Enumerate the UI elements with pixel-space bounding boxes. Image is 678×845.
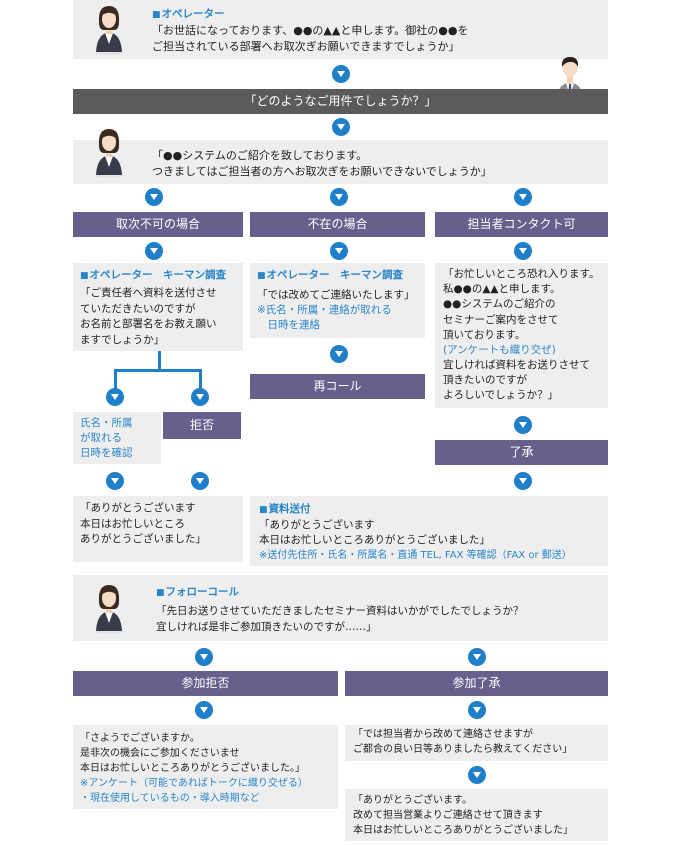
flow-arrow-icon [468, 701, 486, 719]
flow-arrow-icon [468, 648, 486, 666]
flow-arrow-icon [330, 242, 348, 260]
flow-arrow-icon [332, 65, 350, 83]
split-connector [158, 351, 161, 371]
flow-arrow-icon [330, 188, 348, 206]
left-keyman-label: オペレーター キーマン調査 [80, 268, 227, 283]
refuse-label: 拒否 [163, 412, 241, 439]
left-final-text: 「ありがとうございます 本日はお忙しいところ ありがとうございました」 [80, 502, 206, 545]
flow-arrow-icon [145, 242, 163, 260]
flow-arrow-icon [468, 766, 486, 784]
branch-title-absent: 不在の場合 [250, 212, 425, 237]
left-final-box [73, 496, 243, 562]
flow-arrow-icon [191, 472, 209, 490]
question-bar: 「どのようなご用件でしょうか？」 [73, 89, 608, 114]
accept-box-1 [345, 725, 608, 761]
flow-arrow-icon [514, 188, 532, 206]
flow-arrow-icon [106, 472, 124, 490]
accept-text-1: 「では担当者から改めて連絡させますが ご都合の良い日等ありましたら教えてください… [353, 729, 573, 755]
follow-call-text: 「先日お送りさせていただきましたセミナー資料はいかがでしたでしょうか？ 宜しけれ… [156, 605, 524, 633]
accept-text-2: 「ありがとうございます。 改めて担当営業よりご連絡させて頂きます 本日はお忙しい… [353, 795, 573, 836]
recall-label: 再コール [250, 374, 425, 399]
operator-greeting-text: 「お世話になっております、●●の▲▲と申します。御社の●●を ご担当されている部… [152, 24, 469, 53]
material-send-text: 「ありがとうございます 本日はお忙しいところありがとうございました」 [259, 519, 490, 546]
confirm-date-text: 氏名・所属 が取れる 日時を確認 [80, 417, 133, 459]
flow-arrow-icon [106, 388, 124, 406]
left-keyman-text: 「ご責任者へ資料を送付させ ていただきたいのですが お名前と部署名をお教え願い … [80, 287, 217, 346]
intro-box [73, 140, 608, 184]
operator-woman-icon [92, 583, 126, 635]
split-connector [114, 369, 202, 372]
right-contact-text1: 「お忙しいところ恐れ入ります。 私●●の▲▲と申します。 ●●システムのご紹介の… [443, 268, 600, 341]
accept-label: 了承 [435, 440, 608, 465]
decline-text: 「さようでございますか。 是非次の機会にご参加くださいませ 本日はお忙しいところ… [80, 733, 305, 774]
question-bar-text: 「どのようなご用件でしょうか？」 [244, 94, 437, 108]
flow-arrow-icon [514, 416, 532, 434]
flow-arrow-icon [195, 648, 213, 666]
decline-note: ※アンケート（可能であればトークに織り交ぜる） ・現在使用しているもの・導入時期… [80, 778, 308, 804]
operator-woman-icon [92, 4, 126, 56]
flow-arrow-icon [145, 188, 163, 206]
confirm-date-box [73, 412, 161, 464]
operator-woman-icon [92, 127, 126, 179]
flow-arrow-icon [195, 701, 213, 719]
branch-title-contact: 担当者コンタクト可 [435, 212, 608, 237]
right-contact-box [435, 263, 608, 408]
middle-keyman-label: オペレーター キーマン調査 [257, 268, 404, 283]
intro-text: 「●●システムのご紹介を致しております。 つきましてはご担当者の方へお取次ぎをお… [152, 149, 492, 178]
participation-accept-title: 参加了承 [345, 671, 608, 696]
material-send-label: 資料送付 [259, 502, 311, 517]
flow-arrow-icon [514, 472, 532, 490]
split-connector [199, 369, 202, 391]
decline-box [73, 725, 338, 809]
material-send-note: ※送付先住所・氏名・所属名・直通 TEL, FAX 等確認（FAX or 郵送） [259, 550, 572, 561]
right-contact-highlight: (アンケートも織り交ぜ) [443, 344, 556, 356]
flow-arrow-icon [191, 388, 209, 406]
middle-keyman-text: 「では改めてご連絡いたします」 [257, 289, 415, 301]
accept-box-2 [345, 789, 608, 841]
participation-decline-title: 参加拒否 [73, 671, 338, 696]
split-connector [114, 369, 117, 391]
flow-arrow-icon [332, 118, 350, 136]
right-contact-text2: 宜しければ資料をお送りさせて 頂きたいのですが よろしいでしょうか？」 [443, 359, 590, 402]
flow-arrow-icon [514, 242, 532, 260]
operator-label: オペレーター [152, 7, 225, 22]
flow-arrow-icon [330, 345, 348, 363]
follow-call-label: フォローコール [156, 585, 240, 600]
middle-keyman-note: ※氏名・所属・連絡が取れる 日時を連絡 [257, 304, 392, 331]
branch-title-unavailable: 取次不可の場合 [73, 212, 243, 237]
